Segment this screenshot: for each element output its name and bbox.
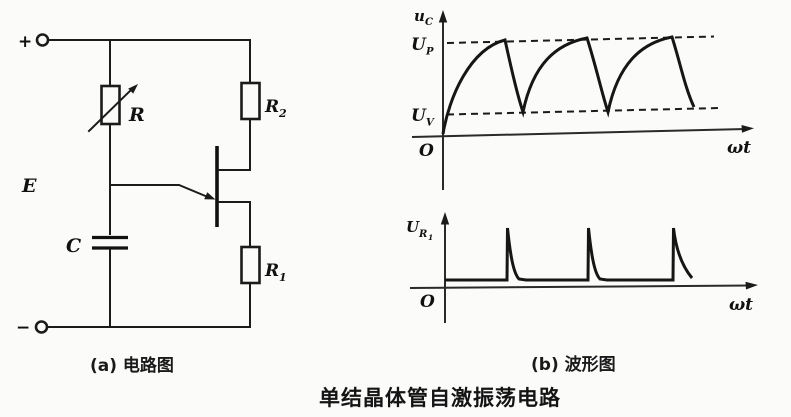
variable-resistor-label: R <box>128 104 145 126</box>
capacitor-label: C <box>66 235 81 257</box>
uc-plot: u C U P U V O ωt <box>411 7 754 190</box>
waveform-plots: u C U P U V O ωt U R 1 O ωt <box>406 7 758 323</box>
caption-waveform: (b) 波形图 <box>531 355 616 375</box>
ur1-pulse-curve <box>445 227 694 282</box>
plus-terminal-icon <box>35 33 50 47</box>
uc-y-axis-arrowhead-icon <box>438 10 448 23</box>
ujt-b1-lead <box>217 201 251 248</box>
minus-sign: − <box>16 318 30 338</box>
minus-terminal-icon <box>34 320 49 334</box>
r1-label: R <box>264 261 279 281</box>
emitter-wire <box>109 184 211 199</box>
uc-x-axis-arrowhead-icon <box>741 125 754 133</box>
uc-sawtooth-curve <box>441 35 696 135</box>
uc-axis-label: u <box>414 7 425 25</box>
up-level-label: U <box>411 35 427 55</box>
plus-sign: + <box>18 32 32 52</box>
ur1-x-axis <box>409 284 751 289</box>
uc-x-axis <box>411 128 747 138</box>
uv-level-label-subscript: V <box>426 118 435 129</box>
ur1-axis-label-subscript: R <box>418 229 427 240</box>
source-label: E <box>21 175 37 197</box>
ur1-x-axis-arrowhead-icon <box>745 281 758 290</box>
variable-resistor-arrow <box>87 87 134 133</box>
figure-title: 单结晶体管自激振荡电路 <box>319 386 561 410</box>
ur1-y-axis-arrowhead-icon <box>440 212 450 225</box>
ur1-axis-label-subsubscript: 1 <box>428 233 433 242</box>
uv-level-dashed-line <box>446 107 721 116</box>
ur1-axis-label: U <box>406 218 420 236</box>
r2-label: R <box>264 97 279 117</box>
ujt-b2-lead <box>217 118 251 171</box>
ur1-origin-label: O <box>420 292 435 312</box>
resistor-r1-body <box>240 245 261 285</box>
emitter-arrowhead-icon <box>204 192 216 200</box>
circuit-diagram: + − E R C R 2 R 1 <box>16 32 287 338</box>
ur1-xaxis-label: ωt <box>729 295 753 315</box>
resistor-r2-body <box>240 81 261 121</box>
r1-label-subscript: 1 <box>279 271 287 284</box>
up-level-label-subscript: P <box>425 47 434 58</box>
ur1-plot: U R 1 O ωt <box>406 212 758 323</box>
variable-resistor-arrowhead-icon <box>128 84 138 94</box>
r2-label-subscript: 2 <box>278 107 287 120</box>
caption-circuit: (a) 电路图 <box>90 356 174 376</box>
uv-level-label: U <box>411 106 427 126</box>
uc-xaxis-label: ωt <box>727 138 751 158</box>
uc-axis-label-subscript: C <box>425 17 433 28</box>
uc-origin-label: O <box>419 141 434 161</box>
